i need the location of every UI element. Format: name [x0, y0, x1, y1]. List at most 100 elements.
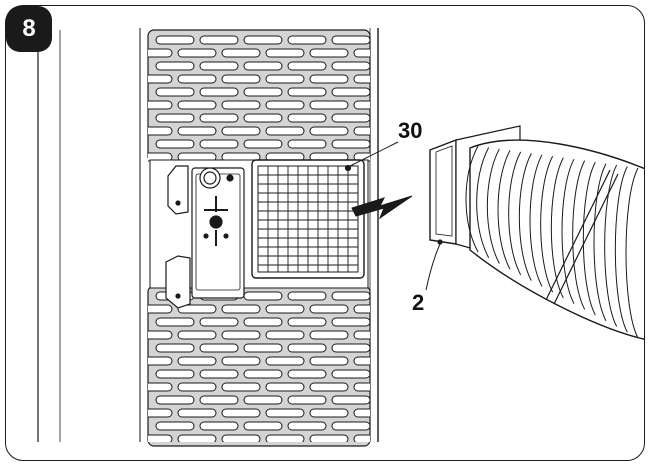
grille-slot [155, 87, 195, 97]
grille-slot [148, 382, 173, 392]
grille-slot [265, 74, 305, 84]
grille-slot [243, 291, 283, 301]
grille-slot [265, 126, 305, 136]
grille-slot [243, 421, 283, 431]
grille-slot [353, 356, 370, 366]
grille-slot [243, 343, 283, 353]
hose-rib [540, 156, 554, 293]
grille-slot [243, 35, 283, 45]
grille-slot [287, 317, 327, 327]
grille-slot [199, 61, 239, 71]
grille-slot [331, 87, 370, 97]
grille-slot [155, 35, 195, 45]
grille-slot [353, 434, 370, 442]
grille-slot [199, 343, 239, 353]
grille-slot [177, 126, 217, 136]
callout-hose-label: 2 [412, 290, 425, 315]
grille-slot [199, 113, 239, 123]
grille-slot [221, 382, 261, 392]
grille-slot [309, 48, 349, 58]
grille-slot [177, 304, 217, 314]
grille-slot [309, 74, 349, 84]
grille-slot [155, 421, 195, 431]
grille-slot [177, 434, 217, 442]
grille-slot [243, 369, 283, 379]
grille-slot [287, 421, 327, 431]
grille-slot [177, 382, 217, 392]
grille-slot [309, 304, 349, 314]
grille-slot [243, 113, 283, 123]
grille-slot [353, 48, 370, 58]
grille-slot [148, 356, 173, 366]
grille-slot [155, 139, 195, 149]
exhaust-hose [465, 139, 644, 341]
hose-rib [593, 163, 607, 322]
grille-slot [287, 369, 327, 379]
grille-slot [265, 100, 305, 110]
grille-slot [148, 74, 173, 84]
grille-slot [199, 317, 239, 327]
step-number-badge: 8 [6, 6, 52, 52]
grille-slot [331, 421, 370, 431]
grille-slot [287, 87, 327, 97]
hose-rib [604, 164, 618, 327]
grille-slot [221, 434, 261, 442]
grille-slot [353, 382, 370, 392]
grille-slot [155, 113, 195, 123]
grille-slot [309, 408, 349, 418]
grille-slot [309, 434, 349, 442]
grille-slot [155, 343, 195, 353]
grille-slot [265, 382, 305, 392]
grille-slot [309, 100, 349, 110]
callout-30-leader [349, 141, 399, 167]
grille-slot [353, 126, 370, 136]
grille-slot [199, 421, 239, 431]
callout-2-leader [425, 243, 441, 291]
grille-slot [199, 369, 239, 379]
grille-slot [331, 61, 370, 71]
hose-rib [550, 157, 564, 299]
insert-arrow-icon [351, 195, 413, 220]
grille-slot [309, 356, 349, 366]
grille-slot [287, 291, 327, 301]
grille-slot [309, 382, 349, 392]
callout-2-dot [437, 239, 443, 245]
grille-slot [243, 61, 283, 71]
grille-slot [309, 126, 349, 136]
grille-slot [148, 434, 173, 442]
hose-rib [572, 160, 586, 310]
grille-slot [331, 343, 370, 353]
grille-slot [287, 395, 327, 405]
grille-slot [177, 356, 217, 366]
grille-slot [243, 395, 283, 405]
figure-border [5, 5, 645, 461]
grille-slot [155, 395, 195, 405]
grille-slot [177, 100, 217, 110]
hose-rib [582, 161, 596, 316]
hose-rib [476, 147, 490, 258]
grille-slot [177, 408, 217, 418]
grille-slot [353, 330, 370, 340]
grille-slot [148, 408, 173, 418]
grille-slot [221, 330, 261, 340]
grille-slot [331, 113, 370, 123]
hose-rib [614, 166, 628, 333]
grille-slot [309, 330, 349, 340]
grille-slot [265, 304, 305, 314]
grille-slot [353, 74, 370, 84]
grille-slot [221, 100, 261, 110]
hose-rib [518, 153, 532, 281]
hose-rib [497, 150, 511, 270]
grille-slot [148, 48, 173, 58]
grille-slot [199, 87, 239, 97]
step-number: 8 [22, 15, 36, 42]
grille-slot [243, 139, 283, 149]
grille-slot [287, 113, 327, 123]
grille-slot [148, 304, 173, 314]
grille-slot [265, 408, 305, 418]
grille-slot [353, 408, 370, 418]
grille-slot [148, 126, 173, 136]
grille-slot [331, 139, 370, 149]
